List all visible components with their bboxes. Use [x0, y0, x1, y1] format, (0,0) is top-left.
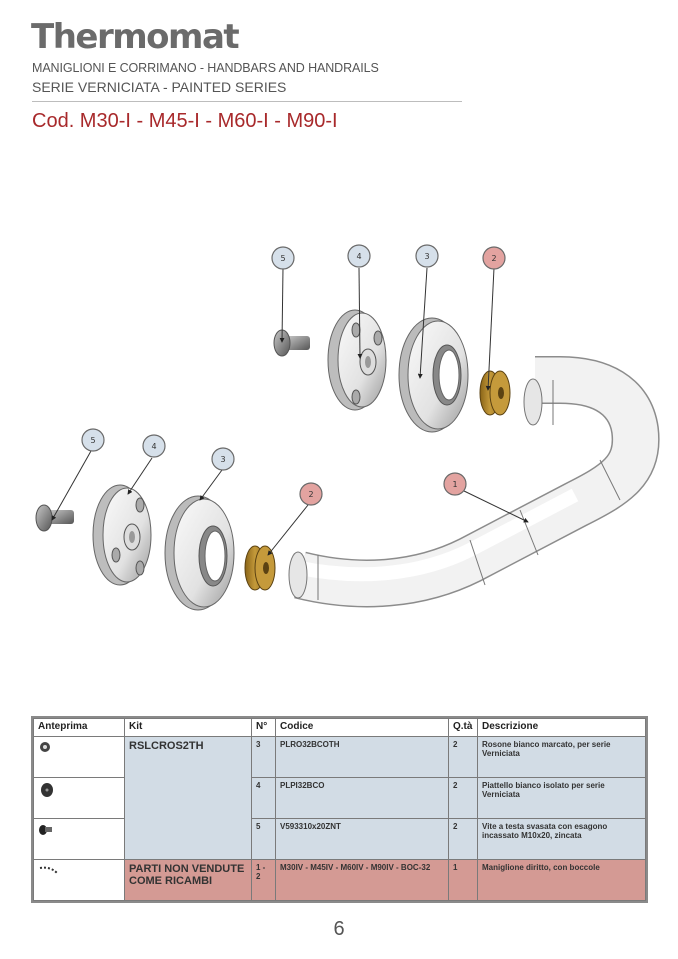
qty-cell: 1: [448, 859, 478, 901]
screw-icon: [39, 825, 52, 835]
table-header-row: Anteprima Kit N° Codice Q.tà Descrizione: [33, 718, 646, 737]
rosette-icon: [40, 742, 50, 752]
callout-label: 4: [151, 442, 156, 451]
callout-label: 5: [90, 436, 95, 445]
description-cell: Maniglione diritto, con boccole: [477, 859, 646, 901]
col-header-preview: Anteprima: [33, 718, 125, 737]
col-header-qty: Q.tà: [448, 718, 478, 737]
callout-label: 2: [491, 254, 496, 263]
kit-cell: PARTI NON VENDUTE COME RICAMBI: [124, 859, 252, 901]
qty-cell: 2: [448, 736, 478, 778]
series-subtitle: SERIE VERNICIATA - PAINTED SERIES: [32, 79, 287, 95]
screw-part-top: [273, 329, 310, 357]
callout-4: 4: [347, 244, 371, 268]
number-cell: 1 - 2: [251, 859, 276, 901]
callout-1: 1: [443, 472, 467, 496]
preview-cell: [33, 859, 125, 901]
leader-lines: [51, 267, 529, 556]
col-header-number: N°: [251, 718, 276, 737]
callout-label: 4: [356, 252, 361, 261]
qty-cell: 2: [448, 777, 478, 819]
code-cell: PLPI32BCO: [275, 777, 449, 819]
rosette-part-top: [398, 317, 469, 433]
preview-cell: [33, 736, 125, 778]
brand-logo: Thermomat: [31, 17, 240, 57]
callout-label: 3: [424, 252, 429, 261]
callout-2: 2: [482, 246, 506, 270]
category-subtitle: MANIGLIONI E CORRIMANO - HANDBARS AND HA…: [32, 61, 379, 75]
col-header-kit: Kit: [124, 718, 252, 737]
col-header-description: Descrizione: [477, 718, 646, 737]
callout-3: 3: [415, 244, 439, 268]
screw-part-bottom: [35, 504, 74, 532]
plate-part-bottom: [92, 484, 152, 586]
description-cell: Vite a testa svasata con esagono incassa…: [477, 818, 646, 860]
product-codes-title: Cod. M30-I - M45-I - M60-I - M90-I: [32, 110, 338, 132]
bushing-part-top: [479, 370, 511, 416]
handle-icon: [39, 866, 58, 874]
table-row: RSLCROS2TH 3 PLRO32BCOTH 2 Rosone bianco…: [33, 736, 646, 860]
parts-table: Anteprima Kit N° Codice Q.tà Descrizione…: [31, 716, 648, 903]
preview-cell: [33, 818, 125, 860]
callout-2: 2: [299, 482, 323, 506]
header-divider: [32, 101, 462, 102]
plate-icon: [41, 783, 53, 797]
table-row: 5 V593310x20ZNT 2 Vite a testa svasata c…: [33, 818, 646, 860]
page-number: 6: [333, 918, 345, 940]
code-cell: V593310x20ZNT: [275, 818, 449, 860]
callout-group: 5 4 3 2 5 4 3 2 1: [81, 244, 506, 506]
number-cell: 5: [251, 818, 276, 860]
plate-part-top: [327, 309, 387, 411]
callout-label: 1: [452, 480, 457, 489]
qty-cell: 2: [448, 818, 478, 860]
bushing-part-bottom: [244, 545, 276, 591]
callout-5: 5: [81, 428, 105, 452]
table-row: 4 PLPI32BCO 2 Piattello bianco isolato p…: [33, 777, 646, 819]
brand-name: Thermomat: [31, 17, 240, 57]
preview-cell: [33, 777, 125, 819]
rosette-part-bottom: [164, 495, 235, 611]
code-cell: M30IV - M45IV - M60IV - M90IV - BOC-32: [275, 859, 449, 901]
callout-5: 5: [271, 246, 295, 270]
code-cell: PLRO32BCOTH: [275, 736, 449, 778]
callout-label: 5: [280, 254, 285, 263]
handle-bar-part: [288, 356, 660, 608]
callout-4: 4: [142, 434, 166, 458]
callout-label: 2: [308, 490, 313, 499]
number-cell: 3: [251, 736, 276, 778]
description-cell: Rosone bianco marcato, per serie Vernici…: [477, 736, 646, 778]
description-cell: Piattello bianco isolato per serie Verni…: [477, 777, 646, 819]
callout-label: 3: [220, 455, 225, 464]
callout-3: 3: [211, 447, 235, 471]
table-row: PARTI NON VENDUTE COME RICAMBI 1 - 2 M30…: [33, 859, 646, 901]
kit-cell: RSLCROS2TH: [124, 736, 252, 860]
exploded-view-diagram: 5 4 3 2 5 4 3 2 1: [35, 244, 660, 611]
number-cell: 4: [251, 777, 276, 819]
col-header-code: Codice: [275, 718, 449, 737]
